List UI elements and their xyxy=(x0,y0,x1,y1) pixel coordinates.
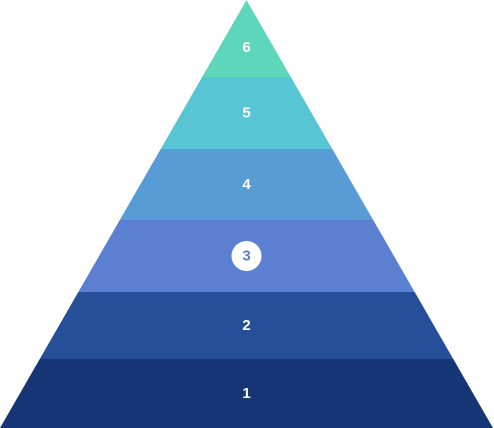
pyramid-level-5 xyxy=(160,77,333,149)
level-label-6: 6 xyxy=(242,39,250,56)
level-label-2: 2 xyxy=(242,317,250,334)
level-label-4: 4 xyxy=(242,176,251,193)
level-label-1: 1 xyxy=(242,385,250,402)
pyramid-level-1 xyxy=(0,359,493,428)
level-label-3: 3 xyxy=(242,248,250,265)
pyramid-level-6 xyxy=(202,0,291,77)
level-label-5: 5 xyxy=(242,105,250,122)
pyramid-level-4 xyxy=(119,149,374,220)
highlight-marker xyxy=(231,241,262,271)
pyramid-level-2 xyxy=(39,292,454,359)
